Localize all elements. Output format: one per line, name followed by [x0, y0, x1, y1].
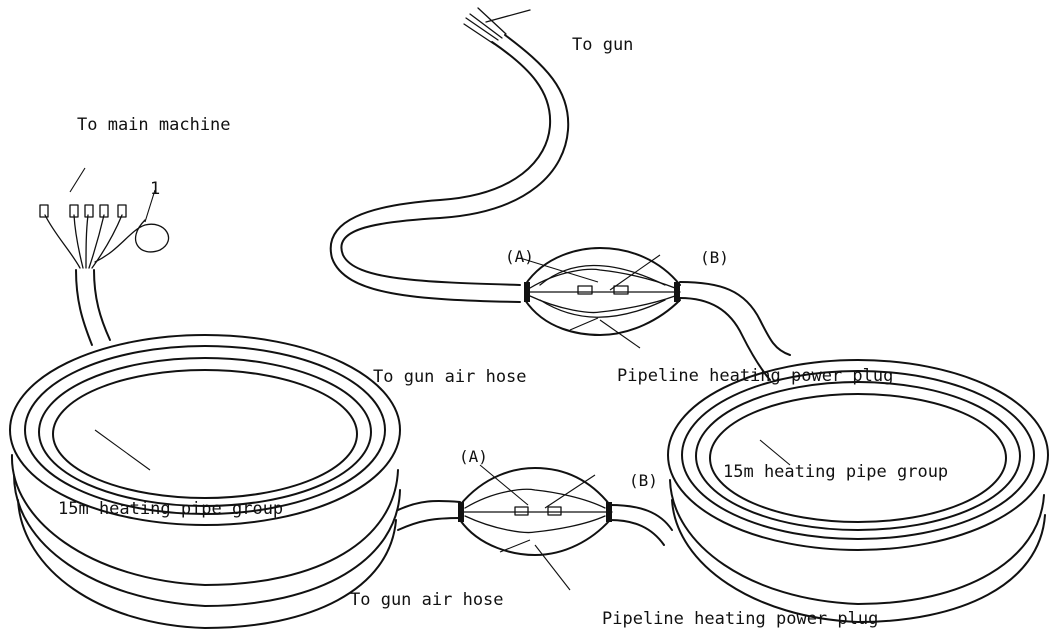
main-machine-wires — [39, 167, 170, 269]
upper-power-plug-label: Pipeline heating power plug — [617, 366, 893, 386]
left-coil-leader — [94, 429, 151, 471]
upper-b-label: (B) — [700, 248, 729, 267]
upper-air-hose-label: To gun air hose — [373, 367, 527, 387]
lower-a-label: (A) — [459, 447, 488, 466]
callout-1-label: 1 — [150, 179, 160, 199]
lower-b-label: (B) — [629, 471, 658, 490]
right-coil-leader — [759, 439, 791, 466]
left-coil-label: 15m heating pipe group — [58, 499, 283, 519]
upper-a-label: (A) — [505, 247, 534, 266]
lower-connector — [397, 464, 673, 591]
to-main-machine-label: To main machine — [77, 115, 231, 135]
upper-connector — [519, 247, 681, 349]
right-coil — [667, 359, 1049, 623]
gun-hose — [329, 7, 791, 381]
lower-power-plug-label: Pipeline heating power plug — [602, 609, 878, 629]
lower-air-hose-label: To gun air hose — [350, 590, 504, 610]
right-coil-label: 15m heating pipe group — [723, 462, 948, 482]
to-gun-label: To gun — [572, 35, 633, 55]
left-coil — [9, 269, 401, 629]
